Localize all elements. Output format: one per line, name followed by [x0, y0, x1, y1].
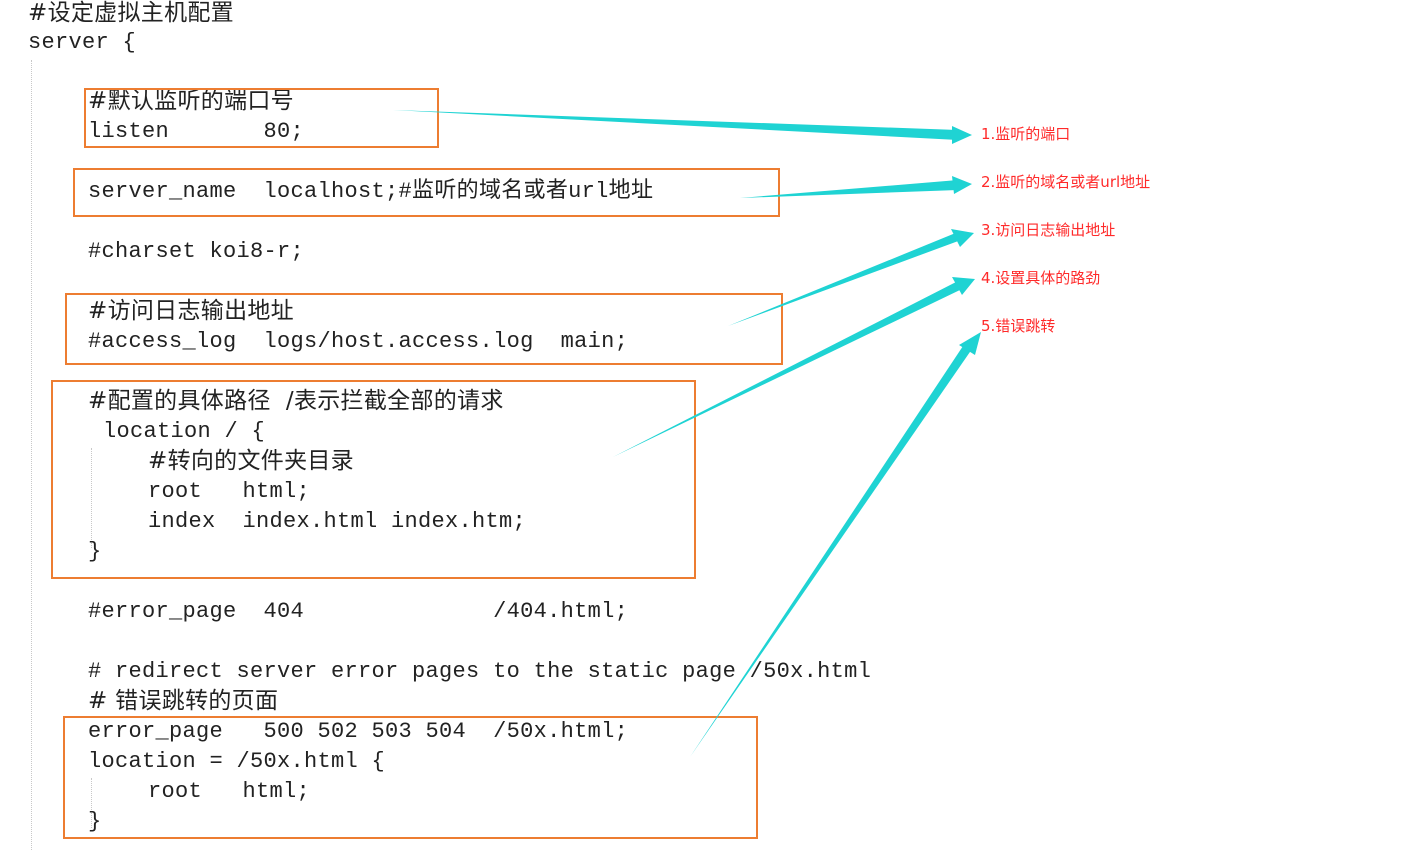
annotation-2: 2.监听的域名或者url地址 — [981, 173, 1151, 191]
comment-vhost: #设定虚拟主机配置 — [28, 0, 234, 26]
annotation-1: 1.监听的端口 — [981, 125, 1071, 143]
highlight-box-access-log — [65, 293, 783, 365]
index-line: index index.html index.htm; — [148, 509, 527, 534]
comment-redirect: # redirect server error pages to the sta… — [88, 659, 872, 684]
location-50x-close: } — [88, 809, 102, 834]
annotation-5: 5.错误跳转 — [981, 317, 1056, 335]
indent-guide-location — [91, 448, 92, 548]
comment-port: #默认监听的端口号 — [88, 88, 294, 114]
annotation-4: 4.设置具体的路劲 — [981, 269, 1101, 287]
highlight-box-port — [84, 88, 439, 148]
root-line: root html; — [148, 479, 311, 504]
indent-guide-location-50x — [91, 778, 92, 828]
indent-guide — [31, 60, 32, 850]
highlight-box-server-name — [73, 168, 780, 217]
charset-line: #charset koi8-r; — [88, 239, 305, 264]
comment-error-jump: # 错误跳转的页面 — [88, 688, 279, 714]
listen-line: listen 80; — [88, 119, 305, 144]
location-close: } — [88, 539, 102, 564]
error-page-404-line: #error_page 404 /404.html; — [88, 599, 629, 624]
location-50x-line: location = /50x.html { — [88, 749, 386, 774]
root-50x-line: root html; — [148, 779, 311, 804]
annotation-3: 3.访问日志输出地址 — [981, 221, 1116, 239]
comment-location: #配置的具体路径 /表示拦截全部的请求 — [88, 388, 504, 414]
error-page-50x-line: error_page 500 502 503 504 /50x.html; — [88, 719, 629, 744]
server-open: server { — [28, 30, 137, 55]
comment-dir: #转向的文件夹目录 — [148, 448, 354, 474]
highlight-box-error-page — [63, 716, 758, 839]
comment-access: #访问日志输出地址 — [88, 298, 294, 324]
highlight-box-location — [51, 380, 696, 579]
server-name-line: server_name localhost;#监听的域名或者url地址 — [88, 179, 654, 204]
location-open: location / { — [103, 419, 266, 444]
